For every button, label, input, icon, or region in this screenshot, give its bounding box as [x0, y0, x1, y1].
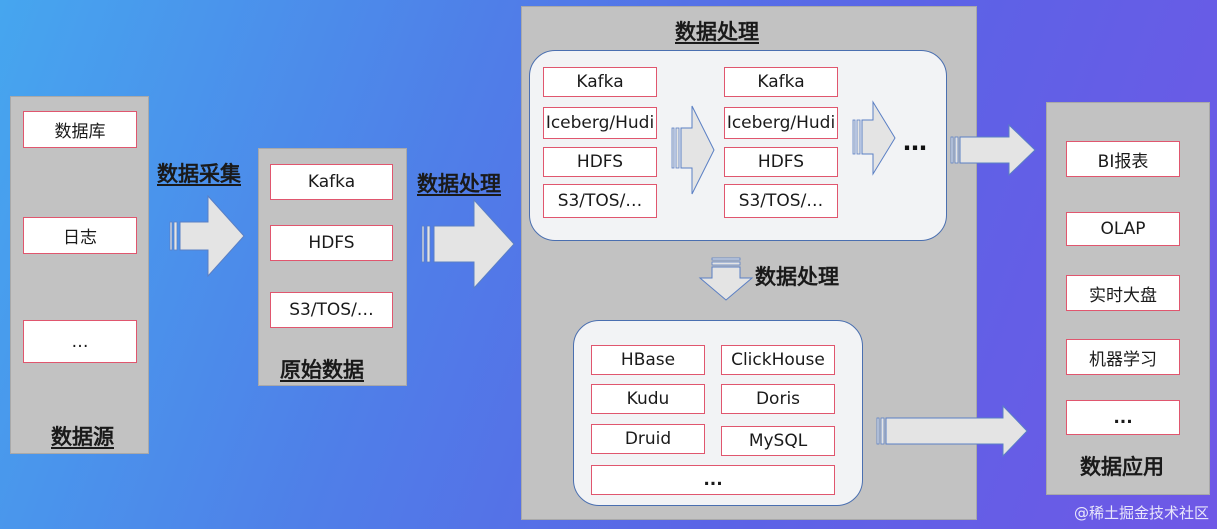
app-realtime-dashboard: 实时大盘	[1066, 275, 1180, 311]
source-item-log: 日志	[23, 217, 137, 254]
stage-arrow-1	[671, 105, 715, 195]
to-apps-arrow-top	[950, 123, 1036, 177]
store-druid: Druid	[591, 424, 705, 454]
store-kudu: Kudu	[591, 384, 705, 414]
processing-title: 数据处理	[675, 20, 759, 44]
stage1-kafka: Kafka	[543, 67, 657, 97]
stage2-iceberg-hudi: Iceberg/Hudi	[724, 107, 838, 139]
source-item-more: …	[23, 320, 137, 363]
stage1-hdfs: HDFS	[543, 147, 657, 177]
stage2-s3: S3/TOS/…	[724, 184, 838, 218]
to-apps-arrow-bottom	[876, 404, 1028, 458]
data-apps-title: 数据应用	[1080, 455, 1164, 479]
stage2-kafka: Kafka	[724, 67, 838, 97]
data-source-panel	[10, 96, 149, 454]
down-arrow	[698, 257, 754, 301]
store-doris: Doris	[721, 384, 835, 414]
stage1-s3: S3/TOS/…	[543, 184, 657, 218]
processing-arrow-label: 数据处理	[417, 172, 501, 196]
data-source-title: 数据源	[51, 425, 114, 449]
raw-data-title: 原始数据	[280, 358, 364, 382]
raw-item-hdfs: HDFS	[270, 225, 393, 261]
down-arrow-label: 数据处理	[755, 265, 839, 289]
store-hbase: HBase	[591, 345, 705, 375]
watermark: @稀土掘金技术社区	[1073, 504, 1209, 522]
raw-item-s3: S3/TOS/…	[270, 292, 393, 328]
stage-more-ellipsis: …	[903, 128, 927, 156]
app-bi-report: BI报表	[1066, 141, 1180, 177]
stage-arrow-2	[852, 100, 896, 176]
app-more: ...	[1066, 400, 1180, 435]
store-mysql: MySQL	[721, 426, 835, 456]
collect-arrow	[169, 194, 245, 278]
raw-item-kafka: Kafka	[270, 164, 393, 200]
stage1-iceberg-hudi: Iceberg/Hudi	[543, 107, 657, 139]
source-item-database: 数据库	[23, 111, 137, 148]
collect-label: 数据采集	[157, 162, 241, 186]
store-more: ...	[591, 465, 835, 495]
stage2-hdfs: HDFS	[724, 147, 838, 177]
app-olap: OLAP	[1066, 212, 1180, 246]
processing-arrow	[421, 198, 515, 290]
app-machine-learning: 机器学习	[1066, 339, 1180, 375]
store-clickhouse: ClickHouse	[721, 345, 835, 375]
